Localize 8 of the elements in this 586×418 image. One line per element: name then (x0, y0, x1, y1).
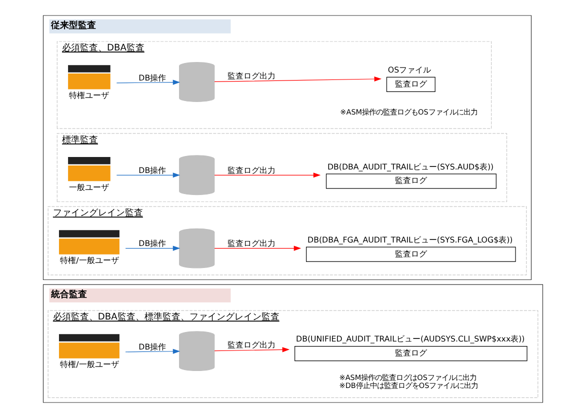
arrow (116, 172, 180, 178)
arrow (125, 348, 180, 354)
arrow (116, 80, 180, 85)
arrow (214, 172, 321, 178)
arrow (214, 347, 290, 352)
arrow (214, 246, 302, 251)
arrow (214, 76, 382, 82)
arrow (125, 246, 180, 251)
